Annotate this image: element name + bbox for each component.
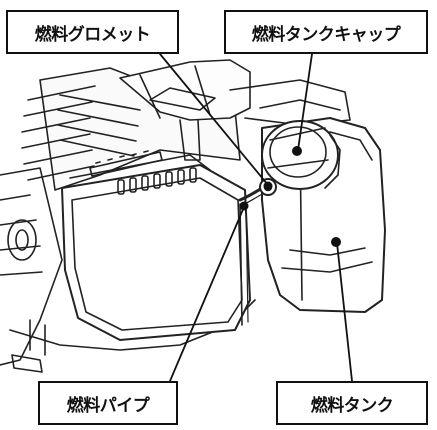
top-assembly: [119, 59, 351, 161]
callout-fuel-tank: 燃料タンク: [276, 381, 428, 425]
marker-tank: [331, 237, 341, 247]
leader-pipe: [169, 206, 245, 382]
leader-cap: [297, 53, 313, 151]
leader-lines: [159, 53, 353, 382]
marker-grommet: [263, 181, 273, 191]
callout-fuel-tank-cap: 燃料タンクキャップ: [224, 10, 428, 54]
callout-fuel-pipe: 燃料パイプ: [38, 381, 178, 425]
leader-tank: [336, 242, 353, 382]
vent-slots: [117, 167, 197, 195]
callout-fuel-grommet: 燃料グロメット: [6, 10, 179, 54]
marker-pipe: [239, 201, 249, 211]
marker-cap: [292, 146, 302, 156]
air-filter-cover: [61, 150, 251, 341]
leader-markers: [239, 146, 341, 247]
leader-grommet: [159, 53, 269, 186]
